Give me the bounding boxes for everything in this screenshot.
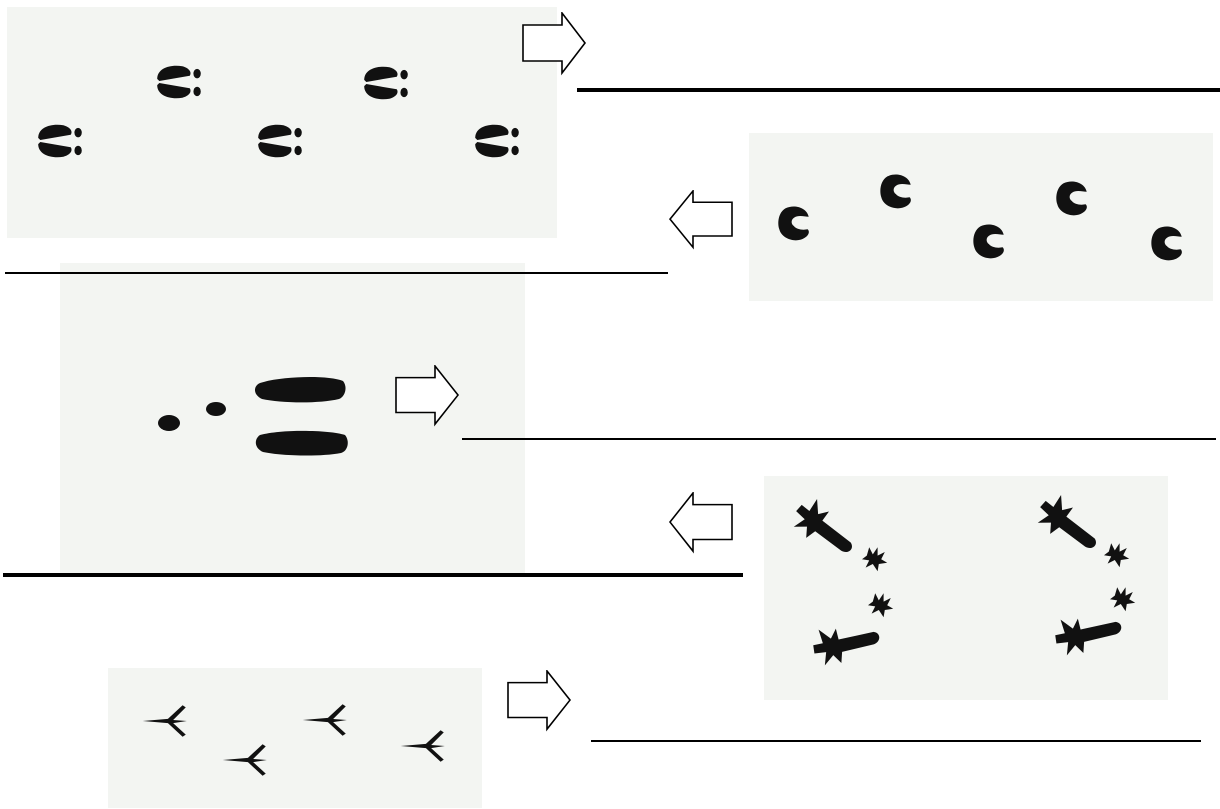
track-panel-2 [749,133,1213,301]
track-panel-1 [7,7,557,238]
answer-line-4[interactable] [3,573,743,577]
bird-track-icon [142,704,445,776]
answer-line-1[interactable] [577,88,1220,92]
answer-line-3[interactable] [462,438,1216,440]
arrow-left-icon [667,190,733,252]
arrow-right-icon [522,12,588,78]
hopping-animal-track-icon [158,377,348,456]
track-panel-4 [764,476,1168,700]
answer-line-2[interactable] [5,272,668,274]
webbed-foot-track-icon [788,489,1136,673]
track-panel-5 [108,668,482,808]
small-hoof-track-icon [778,174,1182,261]
answer-line-5[interactable] [591,740,1201,742]
arrow-right-icon [507,670,573,734]
cloven-hoof-track-icon [38,65,519,158]
arrow-left-icon [667,492,733,556]
track-panel-3 [60,263,525,573]
arrow-right-icon [395,365,461,429]
